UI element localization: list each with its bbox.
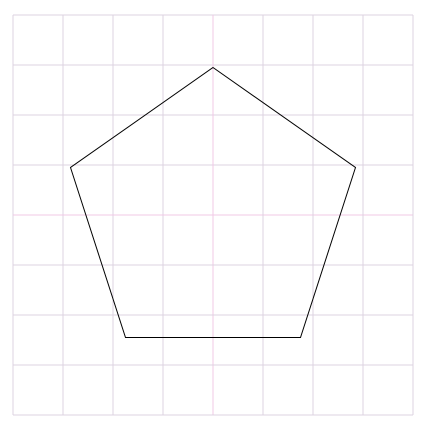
grid bbox=[12, 14, 414, 416]
pentagon-shape bbox=[69, 66, 357, 338]
